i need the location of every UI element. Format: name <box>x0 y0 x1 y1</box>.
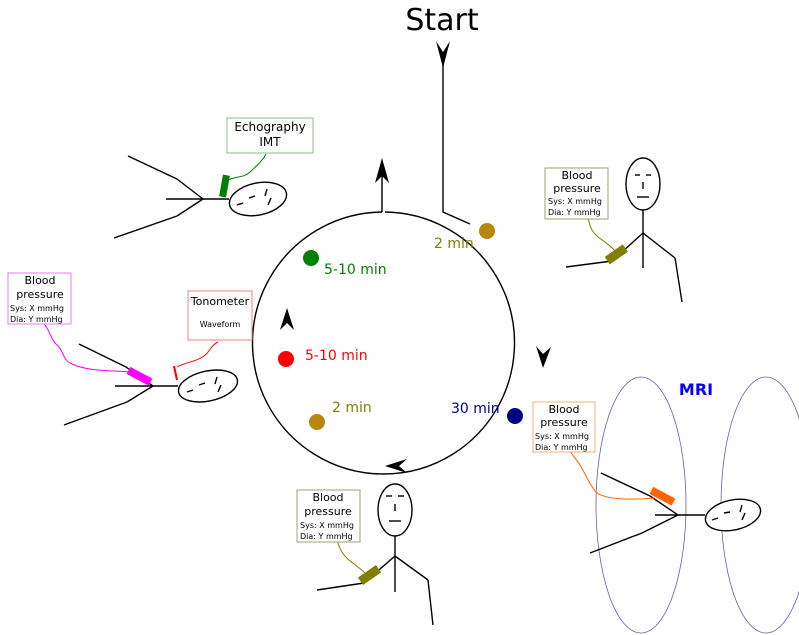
bp-box-top-right: Blood pressure Sys: X mmHg Dia: Y mmHg <box>544 167 609 220</box>
svg-text:Sys: X mmHg: Sys: X mmHg <box>300 521 354 530</box>
time-label: 5-10 min <box>324 262 387 278</box>
timepoint-dot <box>507 408 523 424</box>
cycle-arrowhead-bottom <box>385 459 407 473</box>
svg-text:Blood: Blood <box>561 169 592 182</box>
bp-cuff <box>649 486 676 506</box>
svg-text:Blood: Blood <box>312 491 343 504</box>
echo-probe <box>219 174 230 198</box>
tonometer-box: Tonometer Waveform <box>187 290 253 341</box>
standing-figure-bottom <box>316 483 434 626</box>
cycle-circle <box>251 211 516 475</box>
timepoint-dot <box>479 223 495 239</box>
standing-figure-top-right <box>565 157 683 303</box>
time-label: 2 min <box>434 236 474 252</box>
time-label: 2 min <box>332 400 372 416</box>
echo-lead <box>227 153 267 181</box>
svg-text:Dia: Y mmHg: Dia: Y mmHg <box>535 443 588 452</box>
svg-text:Dia: Y mmHg: Dia: Y mmHg <box>10 315 63 324</box>
svg-text:IMT: IMT <box>259 135 281 149</box>
tonometer-lead <box>176 341 219 368</box>
bp-box-left: Blood pressure Sys: X mmHg Dia: Y mmHg <box>7 272 72 325</box>
tonometer-probe <box>173 365 178 381</box>
echo-box: Echography IMT <box>226 117 314 154</box>
lying-figure-left <box>63 343 239 426</box>
mri-label: MRI <box>679 380 713 399</box>
cycle-arrowhead-left <box>280 308 294 330</box>
svg-text:pressure: pressure <box>553 182 601 195</box>
cycle-arrowhead-right <box>536 346 551 368</box>
bp-cuff <box>604 244 628 265</box>
mri-coil-left <box>595 376 687 634</box>
svg-text:Tonometer: Tonometer <box>190 295 250 308</box>
svg-text:Dia: Y mmHg: Dia: Y mmHg <box>300 532 353 541</box>
exit-arrowhead <box>375 158 389 183</box>
svg-text:pressure: pressure <box>304 505 352 518</box>
svg-text:Dia: Y mmHg: Dia: Y mmHg <box>548 208 601 217</box>
bp-box-bottom: Blood pressure Sys: X mmHg Dia: Y mmHg <box>296 489 361 543</box>
timepoint-dot <box>309 414 325 430</box>
bp-lead <box>43 323 131 373</box>
timepoint-dot <box>303 250 319 266</box>
bp-cuff <box>357 565 382 586</box>
time-label: 5-10 min <box>305 348 368 364</box>
start-title: Start <box>405 3 479 38</box>
lying-figure-echo <box>113 155 288 239</box>
svg-text:Sys: X mmHg: Sys: X mmHg <box>548 197 602 206</box>
svg-text:Sys: X mmHg: Sys: X mmHg <box>535 432 589 441</box>
bp-lead <box>585 215 617 253</box>
svg-text:Blood: Blood <box>548 403 579 416</box>
time-label: 30 min <box>451 401 500 417</box>
svg-text:Sys: X mmHg: Sys: X mmHg <box>10 304 64 313</box>
svg-text:Echography: Echography <box>234 120 305 134</box>
timepoint-dot <box>278 351 294 367</box>
bp-cuff <box>126 366 153 386</box>
bp-lead <box>335 539 368 576</box>
svg-text:pressure: pressure <box>540 416 588 429</box>
start-path <box>442 55 471 225</box>
bp-box-mri: Blood pressure Sys: X mmHg Dia: Y mmHg <box>532 401 596 453</box>
lying-figure-mri <box>589 472 762 554</box>
svg-text:Waveform: Waveform <box>200 320 241 329</box>
svg-text:Blood: Blood <box>24 274 55 287</box>
svg-text:pressure: pressure <box>16 288 64 301</box>
start-arrowhead <box>436 41 450 68</box>
